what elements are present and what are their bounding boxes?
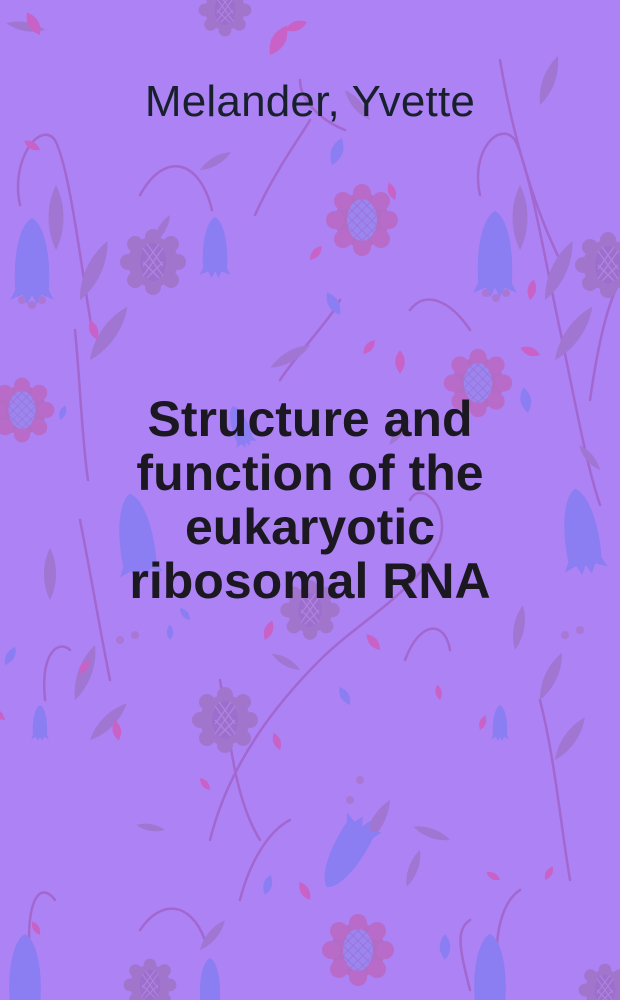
author-name: Melander, Yvette <box>144 77 476 126</box>
book-title: Structure and function of the eukaryotic… <box>0 392 620 608</box>
title-line: eukaryotic <box>184 499 436 555</box>
title-line: function of the <box>136 445 484 501</box>
title-line: ribosomal RNA <box>129 553 491 609</box>
title-line: Structure and <box>147 391 473 447</box>
